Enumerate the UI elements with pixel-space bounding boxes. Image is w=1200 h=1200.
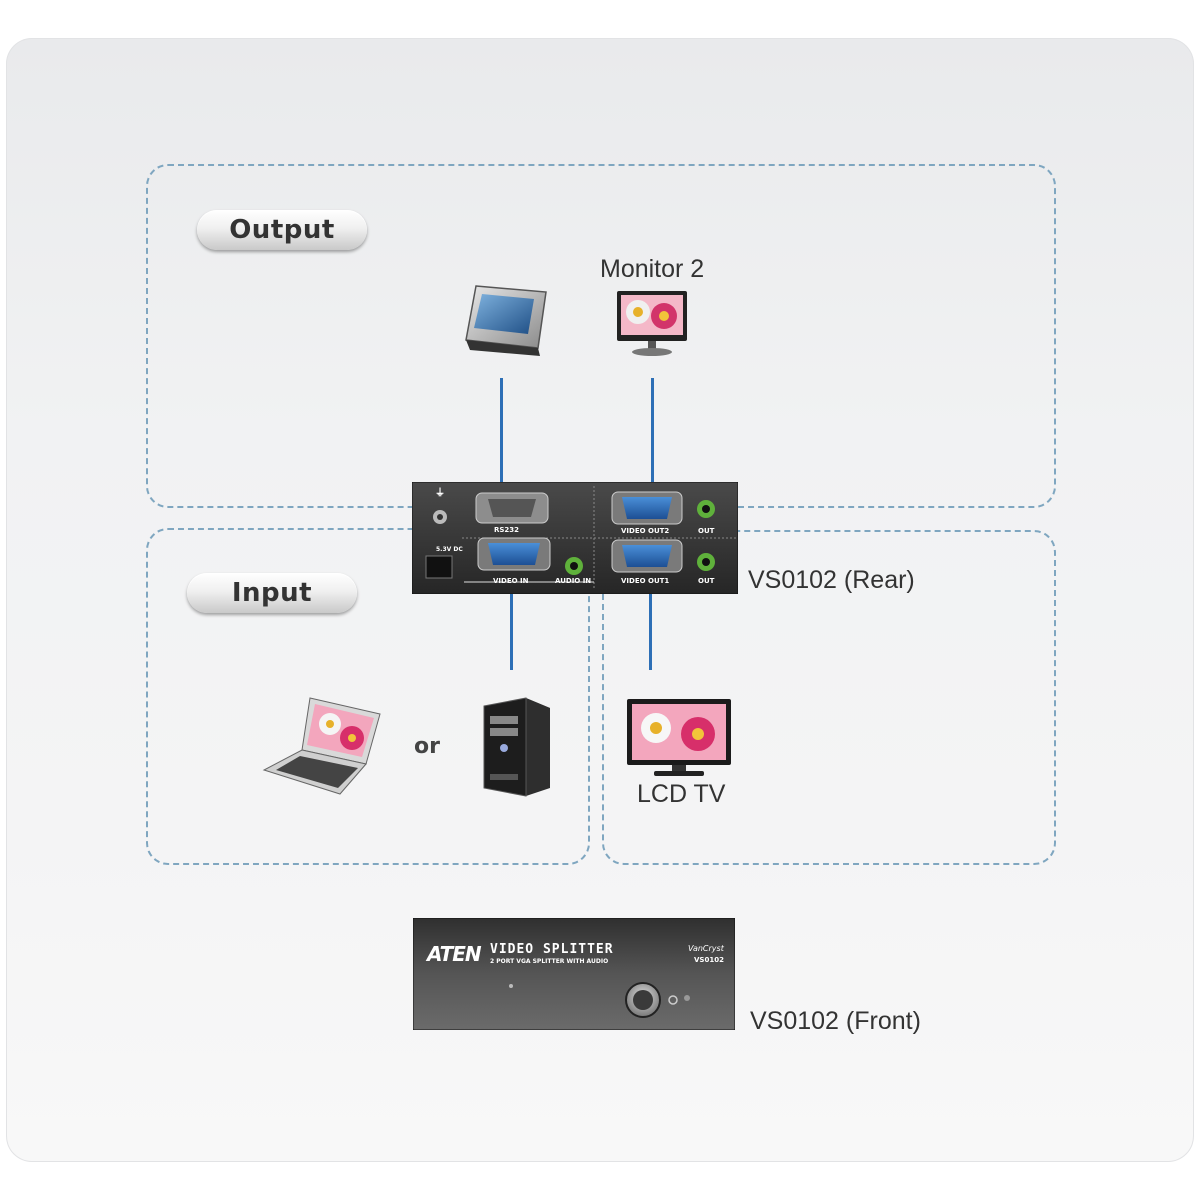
power-label: 5.3V DC: [436, 546, 463, 553]
front-title: VIDEO SPLITTER: [490, 942, 614, 957]
touch-panel-icon: [465, 285, 547, 356]
front-model: VS0102: [694, 956, 724, 964]
front-series: VanCryst: [688, 944, 724, 953]
cable-videoin-to-source: [510, 594, 513, 670]
audio-in-port-label: AUDIO IN: [555, 577, 592, 585]
vs0102-rear-label: VS0102 (Rear): [748, 566, 915, 594]
input-group-border: [146, 528, 590, 865]
vs0102-front-device: [413, 918, 735, 1030]
input-section-label: Input: [187, 573, 357, 613]
monitor2-icon: [617, 291, 687, 356]
video-in-port-label: VIDEO IN: [493, 577, 529, 585]
lcd-tv-label: LCD TV: [637, 780, 726, 808]
rs232-port-label: RS232: [494, 526, 520, 534]
or-text: or: [414, 734, 440, 759]
cable-out1-to-lcdtv: [649, 594, 652, 670]
monitor2-label: Monitor 2: [600, 255, 705, 283]
cable-rs232-to-touchpanel: [500, 378, 503, 486]
front-brand-logo: ATEN: [427, 942, 482, 966]
front-subtitle: 2 PORT VGA SPLITTER WITH AUDIO: [490, 958, 609, 965]
svg-text:⏚: ⏚: [435, 487, 445, 499]
out-top-label: OUT: [698, 527, 715, 535]
lcd-tv-icon: [627, 699, 731, 776]
cable-out2-to-monitor2: [651, 378, 654, 486]
vs0102-rear-device: ⏚: [412, 482, 738, 594]
video-out2-port-label: VIDEO OUT2: [621, 527, 670, 535]
video-out1-port-label: VIDEO OUT1: [621, 577, 670, 585]
laptop-icon: [262, 697, 381, 795]
lcd-group-border: [602, 530, 1056, 865]
vs0102-front-label: VS0102 (Front): [750, 1007, 921, 1035]
output-section-label: Output: [197, 210, 367, 250]
out-bottom-label: OUT: [698, 577, 715, 585]
desktop-tower-icon: [483, 697, 550, 797]
